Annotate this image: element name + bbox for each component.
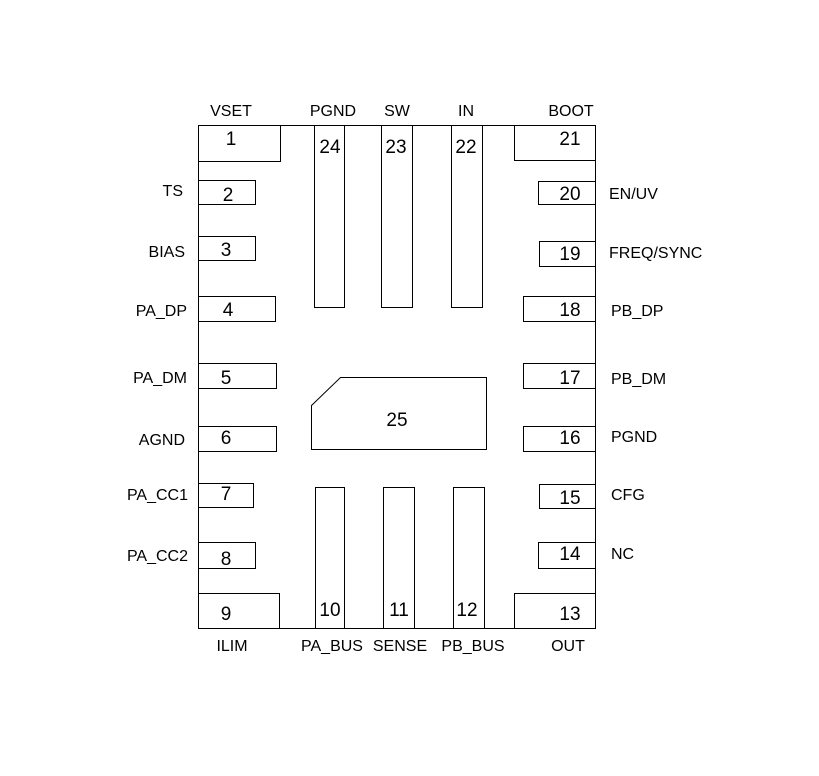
pin-21-pad [514, 125, 596, 161]
pin-13-pad [514, 593, 596, 629]
pin-3-number: 3 [221, 240, 232, 261]
pin-11-name: SENSE [373, 638, 427, 655]
pin-24-pad [314, 125, 345, 308]
pin-4-number: 4 [223, 300, 234, 321]
pin-13-name: OUT [551, 638, 585, 655]
pin-16-name: PGND [611, 429, 657, 446]
pin-12-name: PB_BUS [441, 638, 504, 655]
pin-20-name: EN/UV [609, 186, 658, 203]
pin-2-number: 2 [223, 185, 234, 206]
pin-23-number: 23 [385, 137, 406, 158]
pin-19-pad [539, 241, 596, 267]
pin-10-name: PA_BUS [301, 638, 363, 655]
pin-3-pad [198, 236, 256, 261]
pin-14-number: 14 [559, 544, 581, 565]
pin-7-name: PA_CC1 [127, 487, 188, 504]
pin-18-name: PB_DP [611, 303, 663, 320]
pin-15-number: 15 [559, 488, 580, 509]
pin-2-name: TS [163, 183, 183, 200]
pin-16-number: 16 [559, 428, 580, 449]
exposed-pad-25 [311, 377, 487, 450]
pin-6-pad [198, 426, 277, 452]
pin-19-number: 19 [559, 244, 580, 265]
pin-14-pad [538, 542, 596, 569]
pin-7-pad [198, 483, 254, 508]
pin-6-name: AGND [139, 432, 185, 449]
pin-22-number: 22 [455, 137, 476, 158]
pin-21-name: BOOT [548, 103, 594, 120]
pin-12-number: 12 [456, 600, 477, 621]
pin-1-name: VSET [210, 103, 252, 120]
pin-20-pad [538, 181, 596, 205]
pin-5-number: 5 [221, 368, 232, 389]
pin-10-number: 10 [319, 600, 340, 621]
pin-19-name: FREQ/SYNC [609, 245, 702, 262]
pin-21-number: 21 [559, 129, 580, 150]
pin-9-number: 9 [221, 604, 232, 625]
pin-15-pad [539, 484, 596, 509]
pin-9-name: ILIM [216, 638, 247, 655]
pin-11-number: 11 [389, 600, 409, 621]
pin-14-name: NC [611, 546, 634, 563]
pin-18-number: 18 [559, 300, 580, 321]
pin-23-pad [381, 125, 413, 308]
pin-7-number: 7 [221, 484, 232, 505]
pin-20-number: 20 [559, 184, 580, 205]
pin-17-number: 17 [559, 368, 580, 389]
pin-10-pad [315, 487, 345, 629]
pin-5-name: PA_DM [133, 370, 187, 387]
pin-4-pad [198, 296, 276, 322]
pin-22-name: IN [458, 103, 474, 120]
pin-3-name: BIAS [149, 244, 185, 261]
pin-24-number: 24 [319, 137, 341, 158]
pin-22-pad [451, 125, 483, 308]
pin-1-pad [198, 125, 281, 162]
pin-17-name: PB_DM [611, 371, 666, 388]
pin-11-pad [383, 487, 415, 629]
pin-6-number: 6 [221, 428, 232, 449]
pin-17-pad [523, 363, 596, 389]
pin-18-pad [523, 296, 596, 322]
pin-1-number: 1 [226, 129, 237, 150]
pin-9-pad [198, 593, 280, 629]
pin-23-name: SW [384, 103, 411, 120]
pin-15-name: CFG [611, 487, 645, 504]
pin-2-pad [198, 180, 256, 205]
pin-12-pad [453, 487, 485, 629]
pin-4-name: PA_DP [136, 303, 187, 320]
exposed-pad-number: 25 [386, 410, 407, 431]
pin-8-pad [198, 542, 256, 569]
pin-8-number: 8 [221, 549, 232, 570]
pin-8-name: PA_CC2 [127, 548, 188, 565]
pin-13-number: 13 [559, 604, 580, 625]
pin-5-pad [198, 363, 277, 389]
pin-24-name: PGND [310, 103, 356, 120]
pin-16-pad [523, 426, 596, 452]
